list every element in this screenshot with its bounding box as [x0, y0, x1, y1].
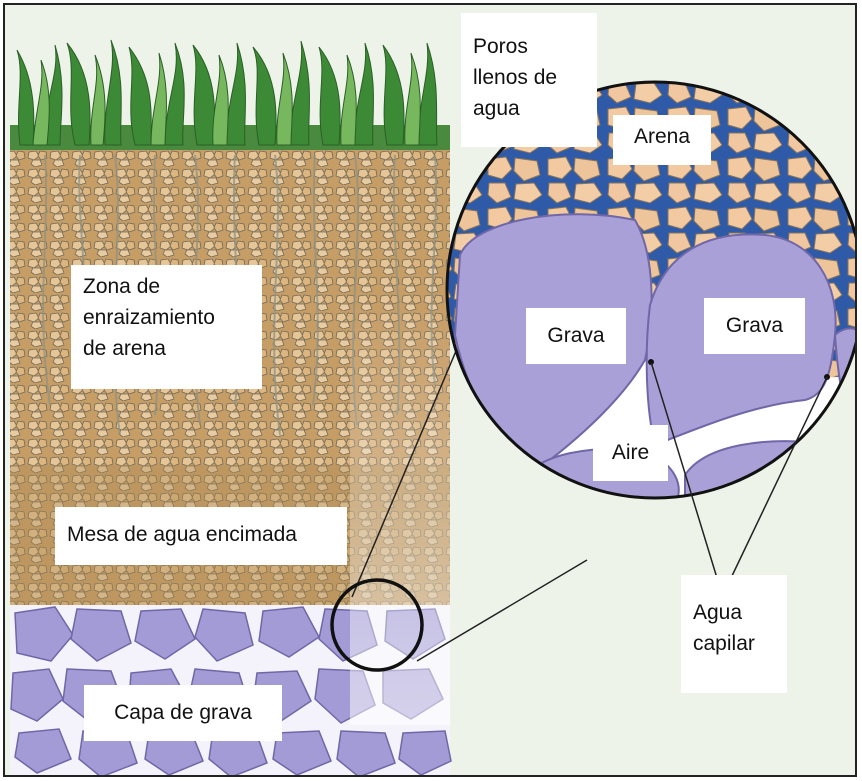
- label-grava-left: Grava: [526, 308, 626, 364]
- diagram-frame: Poros llenos de agua Arena Grava Grava A…: [3, 3, 857, 777]
- label-mesa-de-agua-encimada: Mesa de agua encimada: [55, 507, 347, 565]
- grass: [10, 40, 450, 150]
- label-agua-capilar: Agua capilar: [681, 575, 787, 693]
- label-grava-right: Grava: [704, 298, 805, 354]
- label-capa-de-grava: Capa de grava: [84, 685, 282, 741]
- label-arena: Arena: [613, 115, 711, 165]
- label-zona-de-enraizamiento: Zona de enraizamiento de arena: [71, 265, 262, 389]
- label-aire: Aire: [593, 425, 668, 481]
- label-poros-llenos-de-agua: Poros llenos de agua: [461, 13, 597, 147]
- soil-column: [10, 145, 451, 775]
